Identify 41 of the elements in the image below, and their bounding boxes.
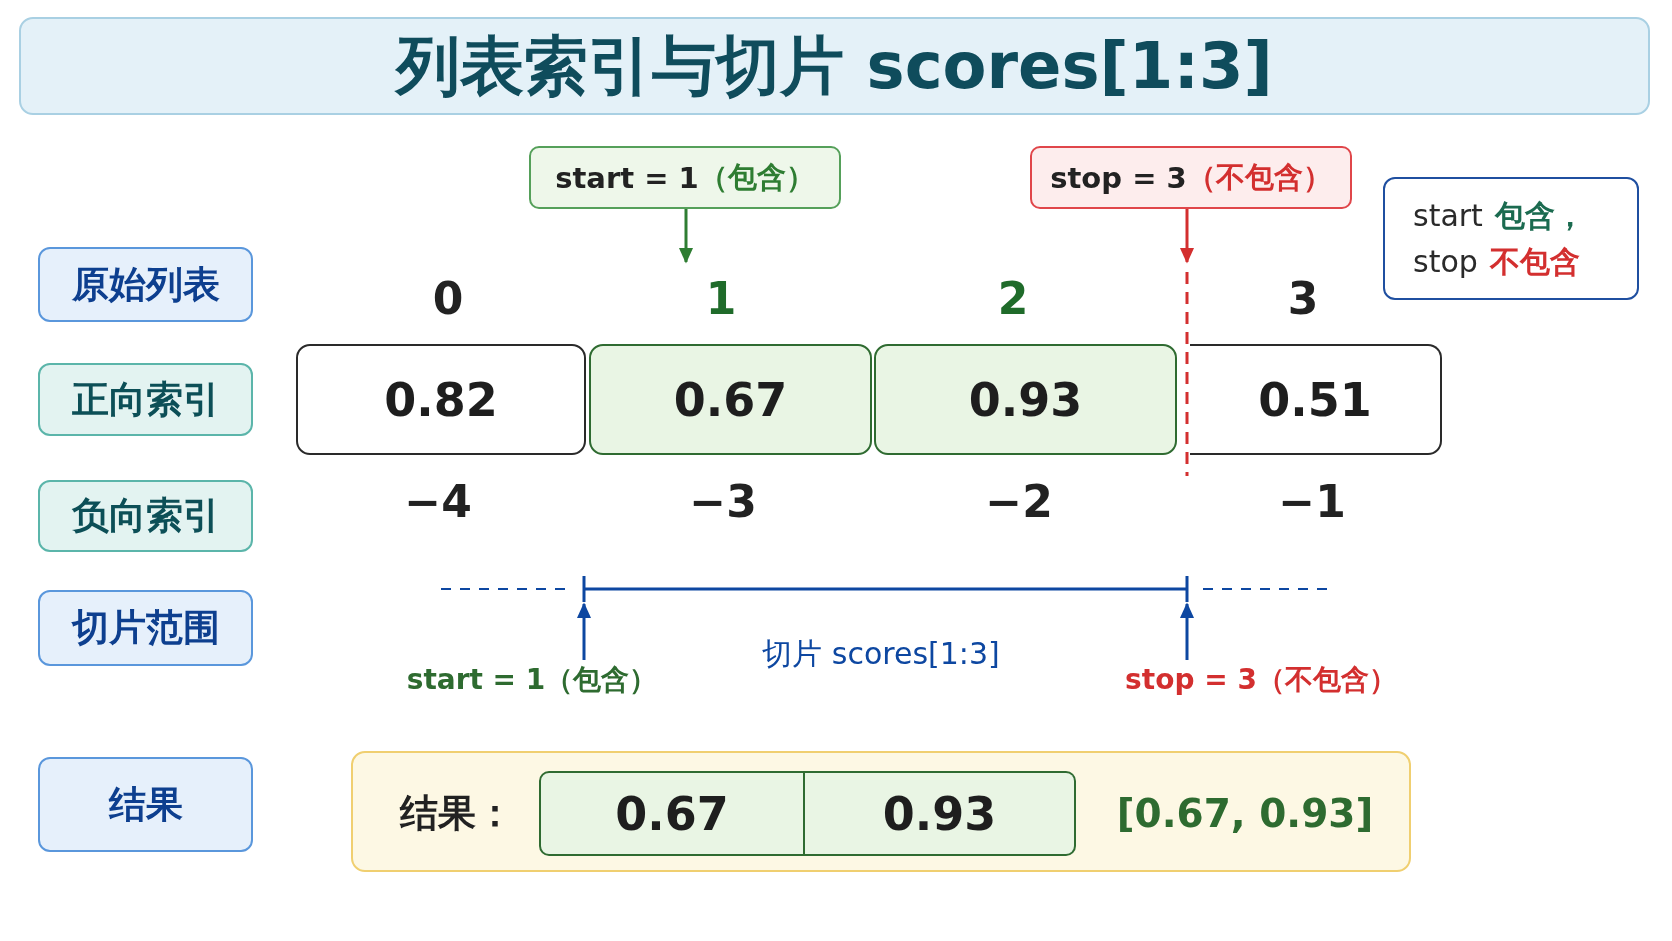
value-cell: 0.93 xyxy=(805,771,1076,856)
arrow xyxy=(576,602,592,660)
callout-text: stop = 3 xyxy=(1050,160,1187,195)
note-text: stop xyxy=(1413,243,1478,279)
value-cell: 0.82 xyxy=(296,344,586,455)
index-number: 1 xyxy=(705,272,737,324)
arrow xyxy=(1179,602,1195,660)
callout-text: start = 1 xyxy=(555,160,699,195)
result-label: 结果： xyxy=(400,789,514,837)
value-cell: 0.67 xyxy=(589,344,872,455)
negative-index: −3 xyxy=(689,475,757,527)
title-banner: 列表索引与切片 scores[1:3] xyxy=(19,17,1650,115)
bound-label: stop = 3（不包含） xyxy=(1125,660,1397,700)
value-cell: 0.51 xyxy=(1190,344,1442,455)
note-box xyxy=(1383,177,1639,300)
result-list: [0.67, 0.93] xyxy=(1116,790,1374,836)
callout-box xyxy=(529,146,841,209)
arrow xyxy=(1179,209,1195,264)
note-text: 不包含 xyxy=(1489,243,1580,279)
index-number: 2 xyxy=(997,272,1029,324)
row-label: 负向索引 xyxy=(38,480,253,552)
bound-label: start = 1（包含） xyxy=(406,660,658,700)
callout-box xyxy=(1030,146,1352,209)
row-label: 结果 xyxy=(38,757,253,852)
callout-text: （包含） xyxy=(698,158,815,196)
value-cell: 0.67 xyxy=(539,771,805,856)
arrow xyxy=(678,209,694,264)
row-label: 切片范围 xyxy=(38,590,253,666)
bracket-label: 切片 scores[1:3] xyxy=(762,634,1000,673)
row-label: 原始列表 xyxy=(38,247,253,322)
result-panel xyxy=(351,751,1411,872)
negative-index: −4 xyxy=(404,475,472,527)
negative-index: −1 xyxy=(1278,475,1346,527)
note-text: 包含， xyxy=(1494,197,1585,233)
row-label: 正向索引 xyxy=(38,363,253,436)
index-number: 0 xyxy=(432,272,464,324)
negative-index: −2 xyxy=(985,475,1053,527)
index-number: 3 xyxy=(1287,272,1319,324)
value-cell: 0.93 xyxy=(874,344,1177,455)
note-text: start xyxy=(1413,197,1483,233)
callout-text: （不包含） xyxy=(1186,158,1332,196)
